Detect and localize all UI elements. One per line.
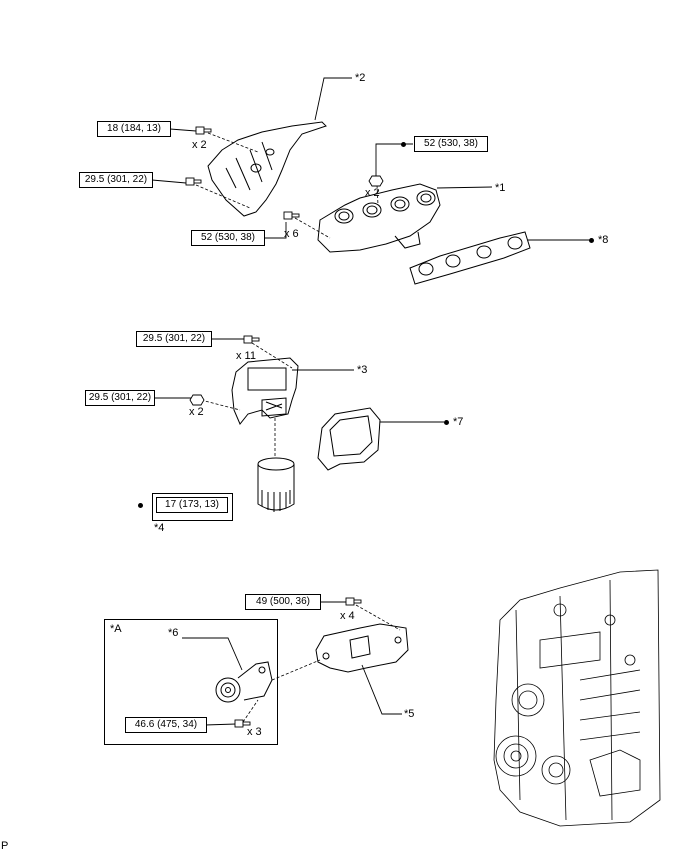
- engine-overview: [493, 569, 661, 827]
- inset-frame-a: [104, 619, 278, 745]
- bolt-icon: [234, 719, 251, 728]
- leader-t5: [211, 336, 248, 340]
- leader-t9: [204, 723, 237, 726]
- bolts: [185, 126, 384, 728]
- inset-label: *A: [110, 623, 122, 635]
- non-reusable-mark: [444, 420, 449, 425]
- torque-spec: 49 (500, 36): [245, 594, 321, 610]
- bolt-icon: [185, 177, 202, 186]
- belt-tensioner: [215, 661, 273, 703]
- manifold-gasket: [409, 231, 531, 285]
- torque-spec: 46.6 (475, 34): [125, 717, 207, 733]
- callout-label: *5: [404, 708, 415, 720]
- leader-t1: [169, 128, 197, 132]
- quantity-label: x 2: [192, 139, 207, 151]
- path-insulator-bolt: [207, 132, 259, 153]
- callout-label: *7: [453, 416, 464, 428]
- exhaust-manifold: [317, 183, 441, 253]
- callout-label: *8: [598, 234, 609, 246]
- oil-filter: [257, 457, 295, 512]
- quantity-label: x 11: [236, 350, 256, 362]
- oil-cooler: [231, 357, 299, 425]
- non-reusable-mark: [401, 142, 406, 147]
- callout-label: *3: [357, 364, 368, 376]
- corner-mark: P: [1, 840, 9, 852]
- tensioner-bracket: [315, 623, 409, 673]
- bolt-icon: [243, 335, 260, 344]
- callout-label: *2: [355, 72, 366, 84]
- torque-spec: 18 (184, 13): [97, 121, 171, 137]
- leader-t2: [151, 179, 187, 184]
- leader-heat-insulator: [314, 77, 352, 121]
- leader-bracket: [361, 664, 402, 715]
- torque-spec: 52 (530, 38): [191, 230, 265, 246]
- leader-t4: [375, 143, 413, 176]
- path-tensioner: [271, 659, 321, 681]
- torque-spec: 29.5 (301, 22): [79, 172, 153, 188]
- bolt-icon: [195, 126, 212, 135]
- bolt-icon: [283, 211, 300, 220]
- non-reusable-mark: [589, 238, 594, 243]
- quantity-label: x 3: [247, 726, 262, 738]
- torque-spec: 29.5 (301, 22): [85, 390, 155, 406]
- quantity-label: x 2: [189, 406, 204, 418]
- torque-spec: 52 (530, 38): [414, 136, 488, 152]
- callout-label: *4: [154, 522, 165, 534]
- path-cooler-bolt-2: [200, 399, 241, 411]
- callout-label: *6: [168, 627, 179, 639]
- leader-tensioner: [182, 637, 243, 671]
- path-manifold-stud: [376, 184, 379, 206]
- path-manifold-nut: [294, 217, 331, 239]
- callout-label: *1: [495, 182, 506, 194]
- quantity-label: x 6: [284, 228, 299, 240]
- nut-icon: [368, 175, 384, 187]
- torque-spec: 17 (173, 13): [156, 497, 228, 513]
- quantity-label: x 4: [340, 610, 355, 622]
- path-tensioner-bolt: [242, 699, 259, 723]
- bolt-icon: [345, 597, 362, 606]
- heat-insulator: [207, 121, 327, 217]
- leader-t3: [264, 222, 287, 239]
- torque-spec: 29.5 (301, 22): [136, 331, 212, 347]
- nut-icon: [189, 394, 205, 406]
- leader-manifold: [436, 186, 493, 189]
- oil-filter-torque-frame: [152, 493, 233, 521]
- non-reusable-mark: [138, 503, 143, 508]
- quantity-label: x 2: [365, 187, 380, 199]
- path-cooler-bolt: [251, 342, 293, 369]
- oil-cooler-gasket: [317, 407, 381, 471]
